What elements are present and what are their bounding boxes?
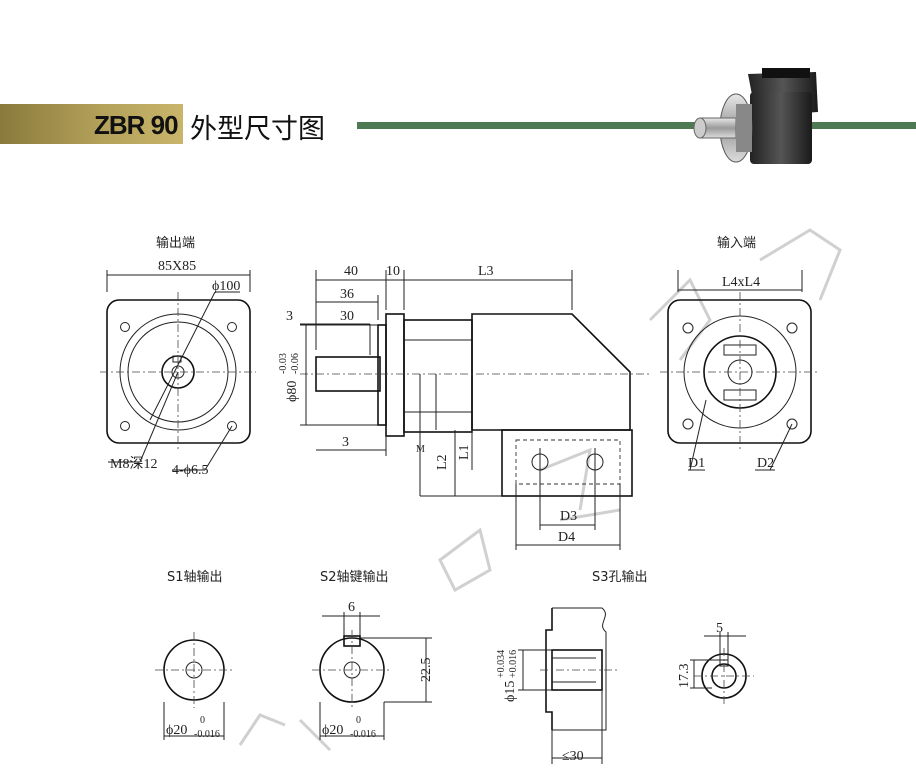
dim-s3-tol-lo: +0.016: [508, 650, 519, 678]
dim-s3-bore: ϕ15: [503, 681, 518, 702]
dim-D2: D2: [757, 456, 774, 471]
dim-s2-dia: ϕ20: [322, 723, 343, 738]
dim-s3-height: 17.3: [677, 664, 692, 689]
header-rule: [357, 122, 916, 129]
dim-L3: L3: [478, 264, 494, 279]
dim-L2: L2: [435, 454, 450, 470]
dim-36: 36: [340, 287, 354, 302]
s2-view: [312, 612, 432, 740]
dim-spigot-tol-lo: -0.06: [290, 353, 301, 374]
label-s1: S1轴输出: [167, 570, 223, 585]
dim-s3-key: 5: [716, 621, 723, 636]
dim-M: M: [416, 444, 425, 455]
dim-D4: D4: [558, 530, 575, 545]
dim-10: 10: [386, 264, 400, 279]
dim-s2-tol-up: 0: [356, 715, 361, 726]
dim-s1-dia: ϕ20: [166, 723, 187, 738]
dim-thread: M8深12: [110, 456, 157, 472]
dim-s2-key: 6: [348, 600, 355, 615]
gearbox-photo-icon: [693, 68, 818, 164]
dim-L4: L4xL4: [722, 275, 760, 290]
dim-3-top: 3: [286, 309, 293, 324]
header-banner: [0, 104, 183, 144]
dim-pcd: ϕ100: [212, 279, 240, 294]
dim-40: 40: [344, 264, 358, 279]
model-code: ZBR 90: [94, 110, 179, 140]
dim-s3-len: ≤30: [562, 749, 584, 764]
dim-L1: L1: [457, 444, 472, 460]
label-s2: S2轴键输出: [320, 570, 389, 585]
dim-holes: 4-ϕ6.5: [172, 463, 209, 478]
watermark: [238, 228, 842, 752]
dim-s3-tol-up: +0.034: [496, 650, 507, 678]
dim-3-bottom: 3: [342, 435, 349, 450]
output-end-view: [100, 270, 256, 471]
input-end-view: [660, 270, 820, 471]
label-output-end: 输出端: [156, 236, 196, 251]
dim-30: 30: [340, 309, 354, 324]
side-view: [300, 270, 650, 550]
s1-view: [155, 632, 233, 740]
label-s3: S3孔输出: [592, 570, 648, 585]
dim-D1: D1: [688, 456, 705, 471]
s3-view: [518, 607, 754, 764]
dim-s1-tol-lo: -0.016: [194, 729, 220, 740]
dim-spigot-tol-up: -0.03: [278, 353, 289, 374]
dim-s2-height: 22.5: [419, 658, 434, 683]
dim-D3: D3: [560, 509, 577, 524]
label-input-end: 输入端: [717, 236, 757, 251]
page-title: 外型尺寸图: [190, 114, 325, 145]
dim-flange: 85X85: [158, 259, 196, 274]
dim-s2-tol-lo: -0.016: [350, 729, 376, 740]
dim-spigot: ϕ80: [285, 381, 300, 402]
dim-s1-tol-up: 0: [200, 715, 205, 726]
